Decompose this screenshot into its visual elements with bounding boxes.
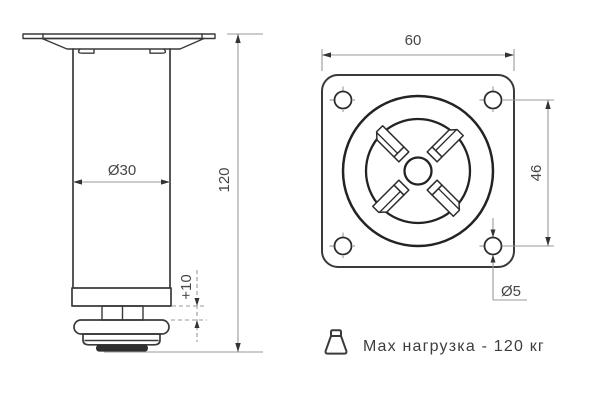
dim-hole-spacing-label: 46	[528, 165, 545, 182]
dim-plate-width-label: 60	[405, 32, 422, 49]
flange-outer-circle	[341, 94, 495, 248]
dim-height: 120	[104, 33, 263, 353]
adjustable-foot-band	[82, 333, 161, 346]
rib	[371, 179, 410, 214]
adjustable-foot-top	[73, 319, 170, 335]
dim-adjustment: +10	[171, 270, 207, 342]
dim-diameter-label: Ø30	[108, 162, 136, 179]
dim-height-label: 120	[216, 167, 233, 192]
foot-pad	[96, 344, 148, 352]
load-note: Max нагрузка - 120 кг	[324, 329, 545, 355]
dim-hole-diameter-label: Ø5	[501, 283, 521, 300]
plate-tab	[149, 48, 167, 54]
max-load-text: Max нагрузка - 120 кг	[363, 338, 545, 355]
screw-hole	[479, 86, 507, 114]
screw-hole	[329, 86, 357, 114]
column-base-cap	[71, 287, 172, 307]
plate-tab	[77, 48, 95, 54]
dim-adjust-label: +10	[178, 274, 195, 299]
center-hole	[403, 156, 433, 186]
rib	[426, 179, 461, 218]
screw-hole	[329, 232, 357, 260]
dim-hole-diameter: Ø5	[490, 218, 527, 301]
plate-cup	[41, 37, 205, 50]
rib	[375, 124, 410, 163]
dim-hole-spacing: 46	[503, 99, 554, 247]
rib	[426, 128, 465, 163]
mounting-plate	[321, 74, 515, 268]
flange-inner-circle	[364, 117, 472, 225]
weight-icon	[324, 329, 348, 355]
leg-side-view: Ø30 120 +10	[22, 33, 263, 353]
dim-diameter: Ø30	[73, 162, 170, 185]
plate-top-view: 60 46 Ø5	[321, 32, 554, 301]
dim-plate-width: 60	[321, 32, 515, 71]
